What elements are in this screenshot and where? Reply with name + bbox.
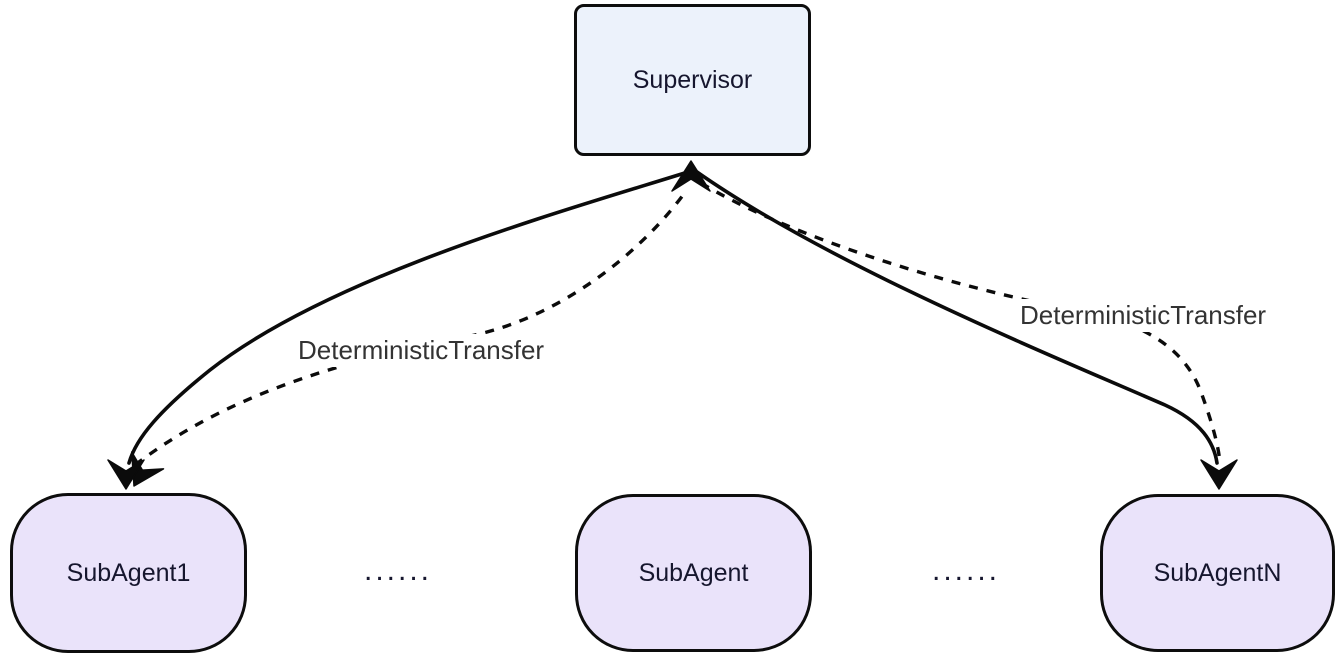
arrowhead-up-into-supervisor [671, 160, 711, 192]
ellipsis-left: ...... [364, 554, 433, 587]
edge-subagent1-supervisor-dashed [133, 190, 688, 467]
ellipsis-right: ...... [932, 554, 1001, 587]
node-subagent1: SubAgent1 [10, 493, 247, 653]
node-subagent-label: SubAgent [638, 558, 749, 587]
edge-label-deterministic-transfer-right: DeterministicTransfer [1016, 299, 1271, 332]
node-subagent: SubAgent [575, 494, 812, 652]
edge-supervisor-subagentn [695, 170, 1219, 465]
node-supervisor-label: Supervisor [632, 65, 753, 94]
arrowhead-down-into-subagentn [1200, 459, 1238, 490]
arrowhead-down-into-subagent1 [107, 459, 145, 490]
node-supervisor: Supervisor [574, 4, 811, 156]
edge-label-deterministic-transfer-left: DeterministicTransfer [294, 334, 549, 367]
node-subagentn-label: SubAgentN [1153, 558, 1282, 587]
arrowhead-down-into-subagent1-secondary [130, 451, 165, 487]
node-subagentn: SubAgentN [1100, 494, 1335, 652]
edge-supervisor-subagent1 [127, 170, 690, 465]
node-subagent1-label: SubAgent1 [66, 558, 191, 587]
